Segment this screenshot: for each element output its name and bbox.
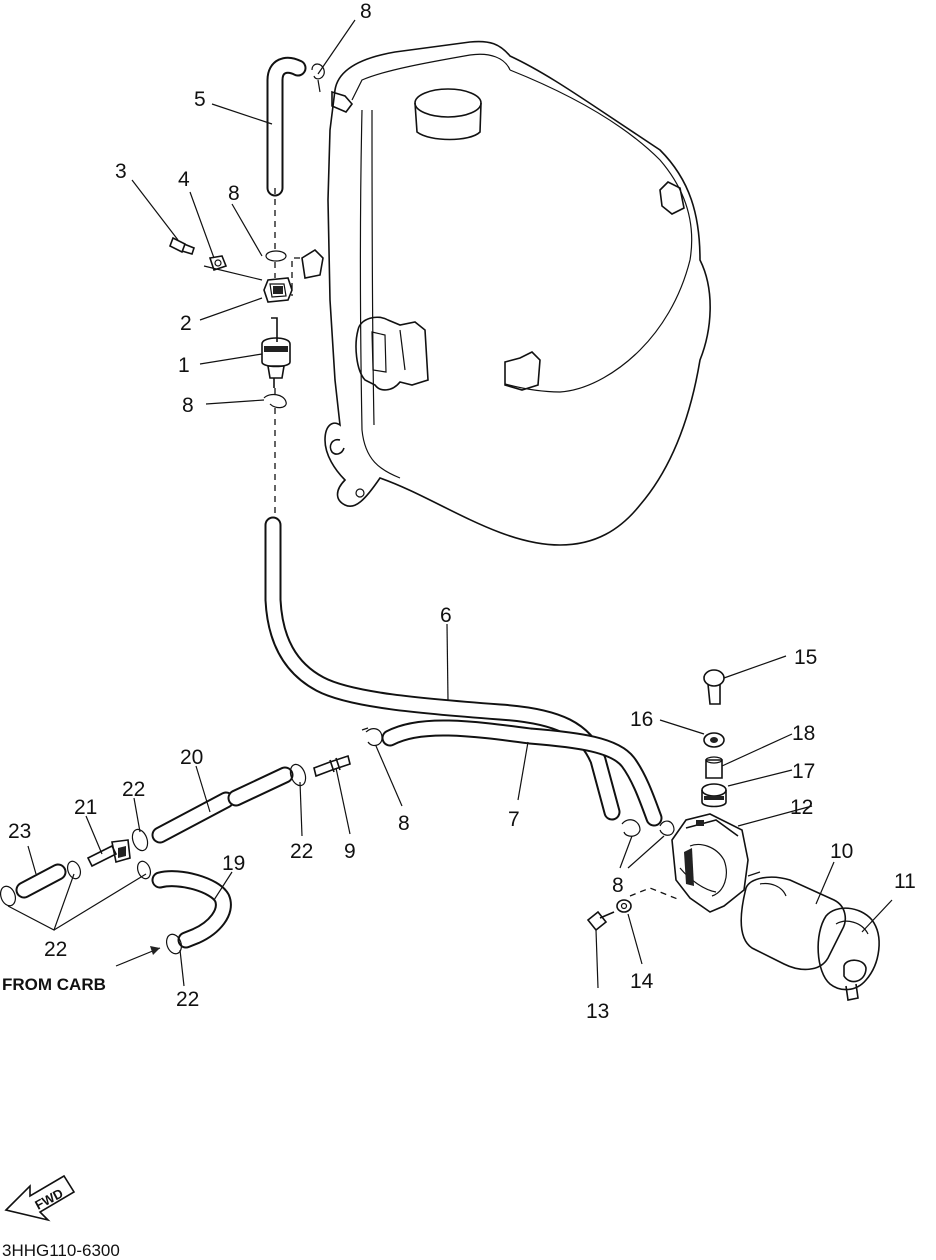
collar-part-18: [705, 756, 723, 779]
callout-4: 4: [178, 168, 190, 191]
pump-bracket-part-12: [671, 813, 749, 913]
callout-19: 19: [222, 852, 245, 875]
callout-8-pump: 8: [612, 874, 624, 897]
grommet-part-17: [701, 783, 727, 808]
bolt-part-15: [703, 669, 725, 705]
callout-22-left: 22: [44, 938, 67, 961]
screw-part-13: [586, 910, 615, 932]
fitting-part-9: [313, 754, 351, 778]
callout-6: 6: [440, 604, 452, 627]
joint-part-21: [86, 839, 131, 868]
fuel-pump-part-10: [740, 871, 847, 971]
leader-lines: [7, 19, 893, 989]
callout-23: 23: [8, 820, 31, 843]
callout-18: 18: [792, 722, 815, 745]
from-carb-label: FROM CARB: [2, 975, 106, 994]
callout-7: 7: [508, 808, 520, 831]
callout-22-mid: 22: [290, 840, 313, 863]
clip-part-8-d: [361, 727, 383, 747]
bracket-part-2: [263, 277, 293, 303]
bolt-part-3: [168, 236, 195, 255]
callout-22-bottom: 22: [176, 988, 199, 1011]
clip-part-22-c: [0, 860, 82, 907]
callout-13: 13: [586, 1000, 609, 1023]
clip-part-8-b: [265, 250, 287, 262]
fuel-hose-part-7: [381, 719, 663, 827]
callout-8-mid: 8: [182, 394, 194, 417]
callout-5: 5: [194, 88, 206, 111]
callout-2: 2: [180, 312, 192, 335]
callout-9: 9: [344, 840, 356, 863]
pump-cap-part-11: [817, 907, 880, 1001]
callout-12: 12: [790, 796, 813, 819]
callout-8-upper: 8: [228, 182, 240, 205]
fwd-arrow-icon: FWD: [4, 1174, 76, 1222]
callout-21: 21: [74, 796, 97, 819]
clip-part-22-a: [289, 763, 307, 787]
fuel-tank: [301, 40, 711, 546]
callout-15: 15: [794, 646, 817, 669]
callout-3: 3: [115, 160, 127, 183]
callout-14: 14: [630, 970, 654, 993]
clip-part-22-d: [165, 933, 183, 955]
fuel-cock-part-1: [261, 317, 291, 388]
collar-part-14: [616, 899, 632, 913]
callout-8-lower: 8: [398, 812, 410, 835]
callout-1: 1: [178, 354, 190, 377]
washer-part-16: [703, 732, 725, 748]
clip-part-8-e: [621, 819, 675, 837]
fuel-hose-part-6: [264, 516, 621, 821]
callout-17: 17: [792, 760, 815, 783]
hose-part-20: [151, 766, 294, 844]
fwd-label: FWD: [32, 1185, 65, 1212]
hose-clip-top: [311, 63, 325, 93]
callout-numbers: 8 5 3 4 8 2 1 8 6 15 16 18 20 17 22 21 1…: [8, 0, 916, 1023]
callout-10: 10: [830, 840, 853, 863]
drawing-code: 3HHG110-6300: [2, 1241, 120, 1260]
callout-8-top: 8: [360, 0, 372, 23]
callout-16: 16: [630, 708, 653, 731]
clip-part-8-c: [263, 393, 287, 409]
callout-11: 11: [894, 870, 916, 893]
callout-22-upper: 22: [122, 778, 145, 801]
washer-part-4: [208, 255, 228, 272]
callout-20: 20: [180, 746, 203, 769]
vent-hose-part-5: [266, 56, 307, 197]
hose-part-23: [15, 863, 67, 899]
hose-part-19: [151, 870, 232, 949]
clip-part-22-b: [131, 828, 152, 880]
